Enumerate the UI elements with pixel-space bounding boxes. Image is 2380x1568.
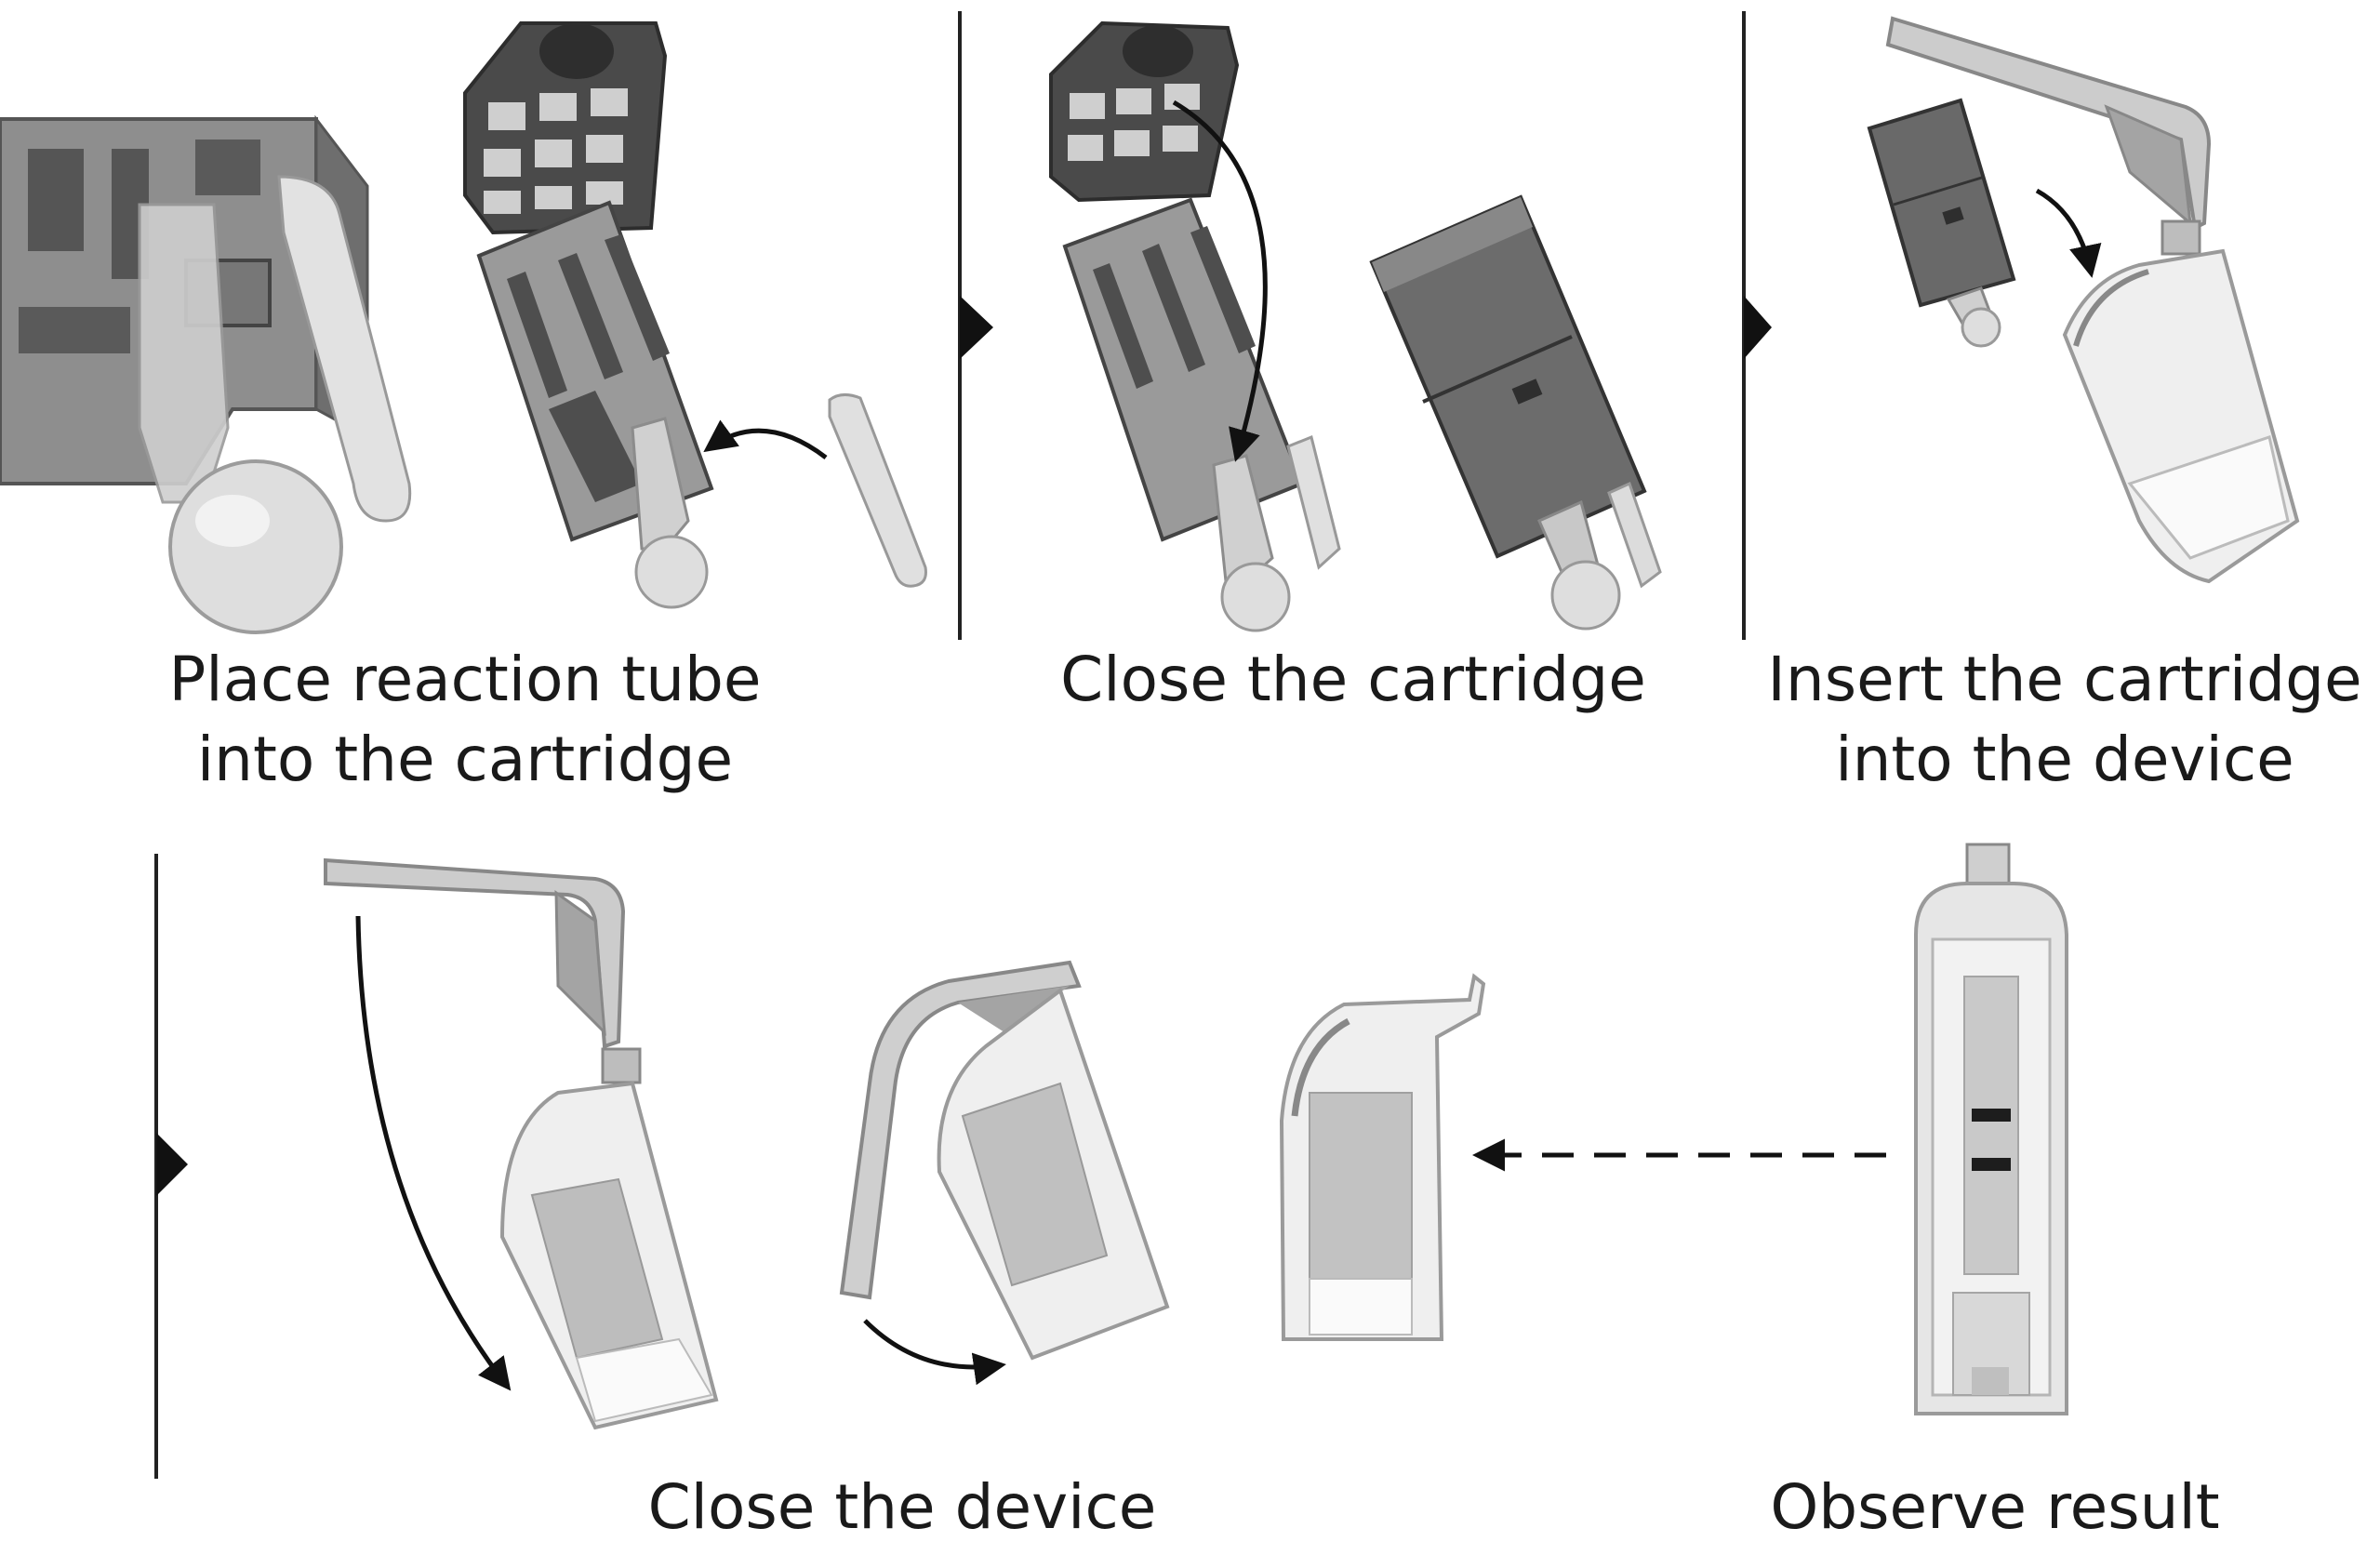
result-line-test — [1972, 1158, 2011, 1171]
caption-observe-result-line-1: Observe result — [1770, 1471, 2220, 1543]
caption-insert-cartridge-line-2: into the device — [1835, 724, 2294, 795]
divider-1-pointer — [960, 296, 993, 359]
step1-open-cartridge — [463, 21, 927, 609]
caption-insert-cartridge: Insert the cartridge into the device — [1758, 640, 2372, 800]
caption-insert-cartridge-line-1: Insert the cartridge — [1767, 644, 2362, 715]
step-dividers — [154, 11, 1772, 1479]
caption-place-tube-line-1: Place reaction tube — [168, 644, 762, 715]
step4-close-arrow-2 — [863, 1319, 1006, 1386]
caption-place-tube: Place reaction tube into the cartridge — [121, 640, 809, 800]
step2-cartridge-illustration — [1049, 20, 1662, 632]
step1-zoom-illustration — [0, 114, 412, 634]
step3-device-illustration — [1867, 16, 2300, 584]
caption-close-cartridge: Close the cartridge — [1004, 640, 1702, 720]
divider-2-pointer — [1744, 296, 1772, 359]
step4-close-arrow — [355, 915, 512, 1391]
step5-result-illustration — [1472, 843, 2068, 1415]
caption-close-device: Close the device — [558, 1468, 1246, 1548]
caption-close-cartridge-line-1: Close the cartridge — [1060, 644, 1646, 715]
step4-device-illustration — [324, 857, 1486, 1430]
step3-insert-arrow — [2035, 188, 2102, 278]
step2-close-arrow — [1172, 100, 1268, 462]
step1-insert-arrow — [703, 419, 828, 459]
caption-close-device-line-1: Close the device — [647, 1471, 1157, 1543]
divider-3-pointer — [156, 1133, 188, 1196]
caption-place-tube-line-2: into the cartridge — [196, 724, 734, 795]
result-line-control — [1972, 1109, 2011, 1122]
caption-observe-result: Observe result — [1693, 1468, 2297, 1548]
